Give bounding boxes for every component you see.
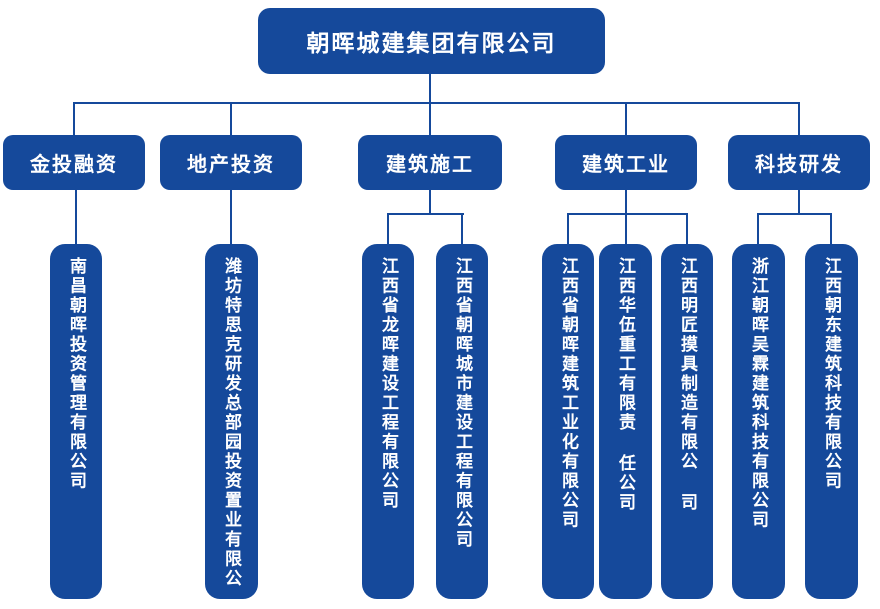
branch-node-industry: 建筑工业 [555, 135, 697, 190]
connector-sub-bar [387, 213, 464, 215]
branch-node-construction: 建筑施工 [358, 135, 502, 190]
connector-sub-drop [757, 214, 759, 244]
company-node-7: 江西明匠摸具制造有限公 司 [661, 244, 713, 599]
company-node-5: 江西省朝晖建筑工业化有限公司 [542, 244, 594, 599]
company-node-8: 浙江朝晖吴霖建筑科技有限公司 [732, 244, 785, 599]
connector-branch-bar [73, 102, 800, 104]
connector-branch-drop [625, 103, 627, 135]
company-node-3: 江西省龙晖建设工程有限公司 [362, 244, 414, 599]
company-node-6: 江西华伍重工有限责 任公司 [599, 244, 652, 599]
connector-sub-stem [429, 190, 431, 214]
branch-node-finance: 金投融资 [3, 135, 145, 190]
connector-sub-drop [686, 214, 688, 244]
connector-branch-drop [429, 103, 431, 135]
connector-sub-stem [230, 190, 232, 244]
branch-node-realestate: 地产投资 [160, 135, 302, 190]
connector-sub-drop [567, 214, 569, 244]
company-node-2: 潍坊特思克研发总部园投资置业有限公司 [169, 244, 258, 599]
branch-node-rnd: 科技研发 [728, 135, 870, 190]
connector-root-stem [429, 74, 431, 103]
connector-sub-stem [798, 190, 800, 214]
connector-sub-drop [625, 214, 627, 244]
connector-sub-drop [387, 214, 389, 244]
connector-branch-drop [230, 103, 232, 135]
company-node-1: 南昌朝晖投资管理有限公司 [50, 244, 102, 599]
connector-sub-drop [461, 214, 463, 244]
connector-sub-stem [75, 190, 77, 244]
company-node-4: 江西省朝晖城市建设工程有限公司 [436, 244, 488, 599]
connector-sub-stem [625, 190, 627, 214]
connector-branch-drop [798, 103, 800, 135]
connector-branch-drop [73, 103, 75, 135]
connector-sub-bar [757, 213, 832, 215]
connector-sub-bar [567, 213, 688, 215]
root-node: 朝晖城建集团有限公司 [258, 8, 605, 74]
company-node-9: 江西朝东建筑科技有限公司 [805, 244, 858, 599]
connector-sub-drop [830, 214, 832, 244]
